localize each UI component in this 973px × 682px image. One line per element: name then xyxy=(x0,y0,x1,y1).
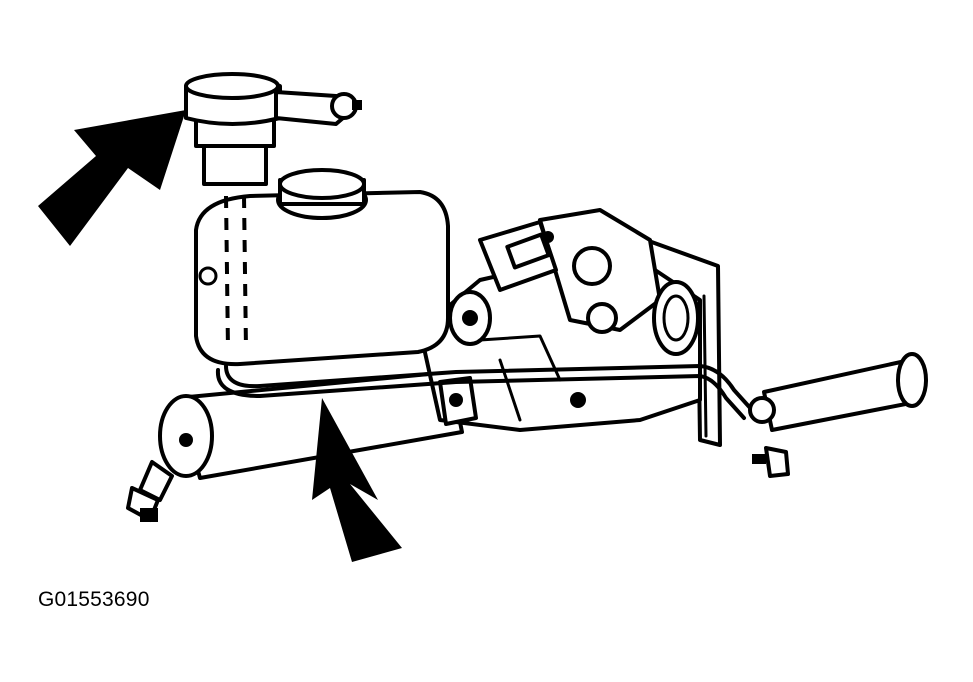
fluid-reservoir xyxy=(194,168,450,367)
pushrod-tube xyxy=(748,352,928,478)
arrow-lower-center xyxy=(312,398,402,562)
brake-line xyxy=(215,364,754,420)
figure-caption: G01553690 xyxy=(38,588,150,611)
pointer-arrows xyxy=(38,110,402,562)
reservoir-cap-assembly xyxy=(184,72,362,186)
brake-booster-body xyxy=(418,208,702,432)
arrow-upper-left xyxy=(38,110,186,246)
